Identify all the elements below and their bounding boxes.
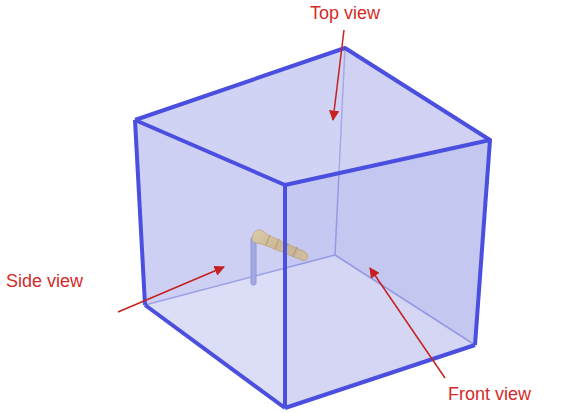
side-face: [135, 120, 285, 408]
view-label: Top view: [310, 4, 380, 24]
leader-arrows: [118, 30, 445, 378]
visible-edges: [135, 48, 490, 408]
view-label: Side view: [6, 272, 83, 292]
view-label: Front view: [448, 385, 531, 405]
